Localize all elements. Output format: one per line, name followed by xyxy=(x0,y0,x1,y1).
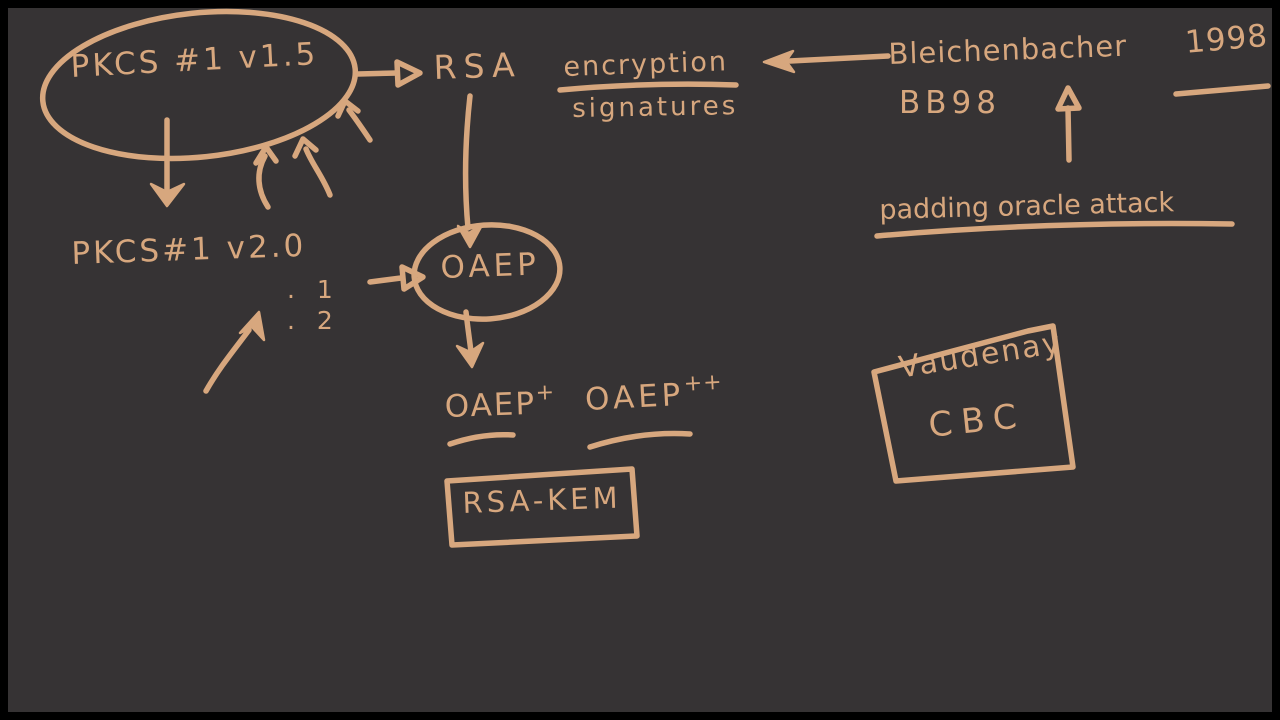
label-signatures: signatures xyxy=(571,91,739,124)
label-v2-minor-2: . 2 xyxy=(287,306,340,335)
label-year-1998: 1998 xyxy=(1183,17,1270,61)
underline-1998 xyxy=(1173,83,1271,97)
label-v2-minor-1: . 1 xyxy=(287,275,340,304)
arrow-to-v2-2 xyxy=(203,310,266,394)
underline-padding-oracle xyxy=(874,220,1235,239)
oaep-ellipse xyxy=(411,222,563,322)
underline-oaep-plus xyxy=(447,431,516,447)
node-oaep-plus-plus: OAEP++ xyxy=(584,369,724,418)
curved-arrow-3 xyxy=(335,98,373,143)
oaep-plus-plus-base: OAEP xyxy=(584,376,686,418)
vaudenay-box xyxy=(871,323,1076,484)
whiteboard-canvas: PKCS #1 v1.5 RSA encryption signatures B… xyxy=(8,8,1272,712)
node-oaep: OAEP xyxy=(439,246,541,286)
node-pkcs1-v20: PKCS#1 v2.0 xyxy=(70,227,307,272)
arrow-pkcs1v15-down xyxy=(149,117,186,208)
arrow-rsa-to-oaep xyxy=(456,93,484,249)
label-bb98: BB98 xyxy=(899,85,1001,121)
arrow-padding-oracle-up xyxy=(1055,85,1082,163)
label-encryption: encryption xyxy=(562,46,729,83)
oaep-plus-base: OAEP xyxy=(444,385,537,425)
underline-oaep-plus-plus xyxy=(587,430,693,450)
pkcs1-v15-ellipse xyxy=(39,8,359,162)
rsa-kem-box xyxy=(444,466,640,548)
curved-arrow-2 xyxy=(292,136,333,198)
oaep-plus-plus-superscript: ++ xyxy=(683,369,724,397)
oaep-plus-superscript: + xyxy=(535,380,556,406)
node-rsa: RSA xyxy=(432,44,523,87)
node-oaep-plus: OAEP+ xyxy=(444,380,556,425)
underline-encryption xyxy=(557,81,739,93)
label-bleichenbacher: Bleichenbacher xyxy=(887,28,1128,71)
label-cbc: CBC xyxy=(926,395,1028,446)
label-padding-oracle-attack: padding oracle attack xyxy=(878,187,1175,226)
arrow-bleichenbacher-left xyxy=(762,49,891,74)
curved-arrow-1 xyxy=(253,144,279,210)
node-rsa-kem: RSA-KEM xyxy=(461,480,623,520)
arrow-pkcs1v15-to-rsa xyxy=(355,59,423,88)
arrow-oaep-down xyxy=(455,309,485,369)
